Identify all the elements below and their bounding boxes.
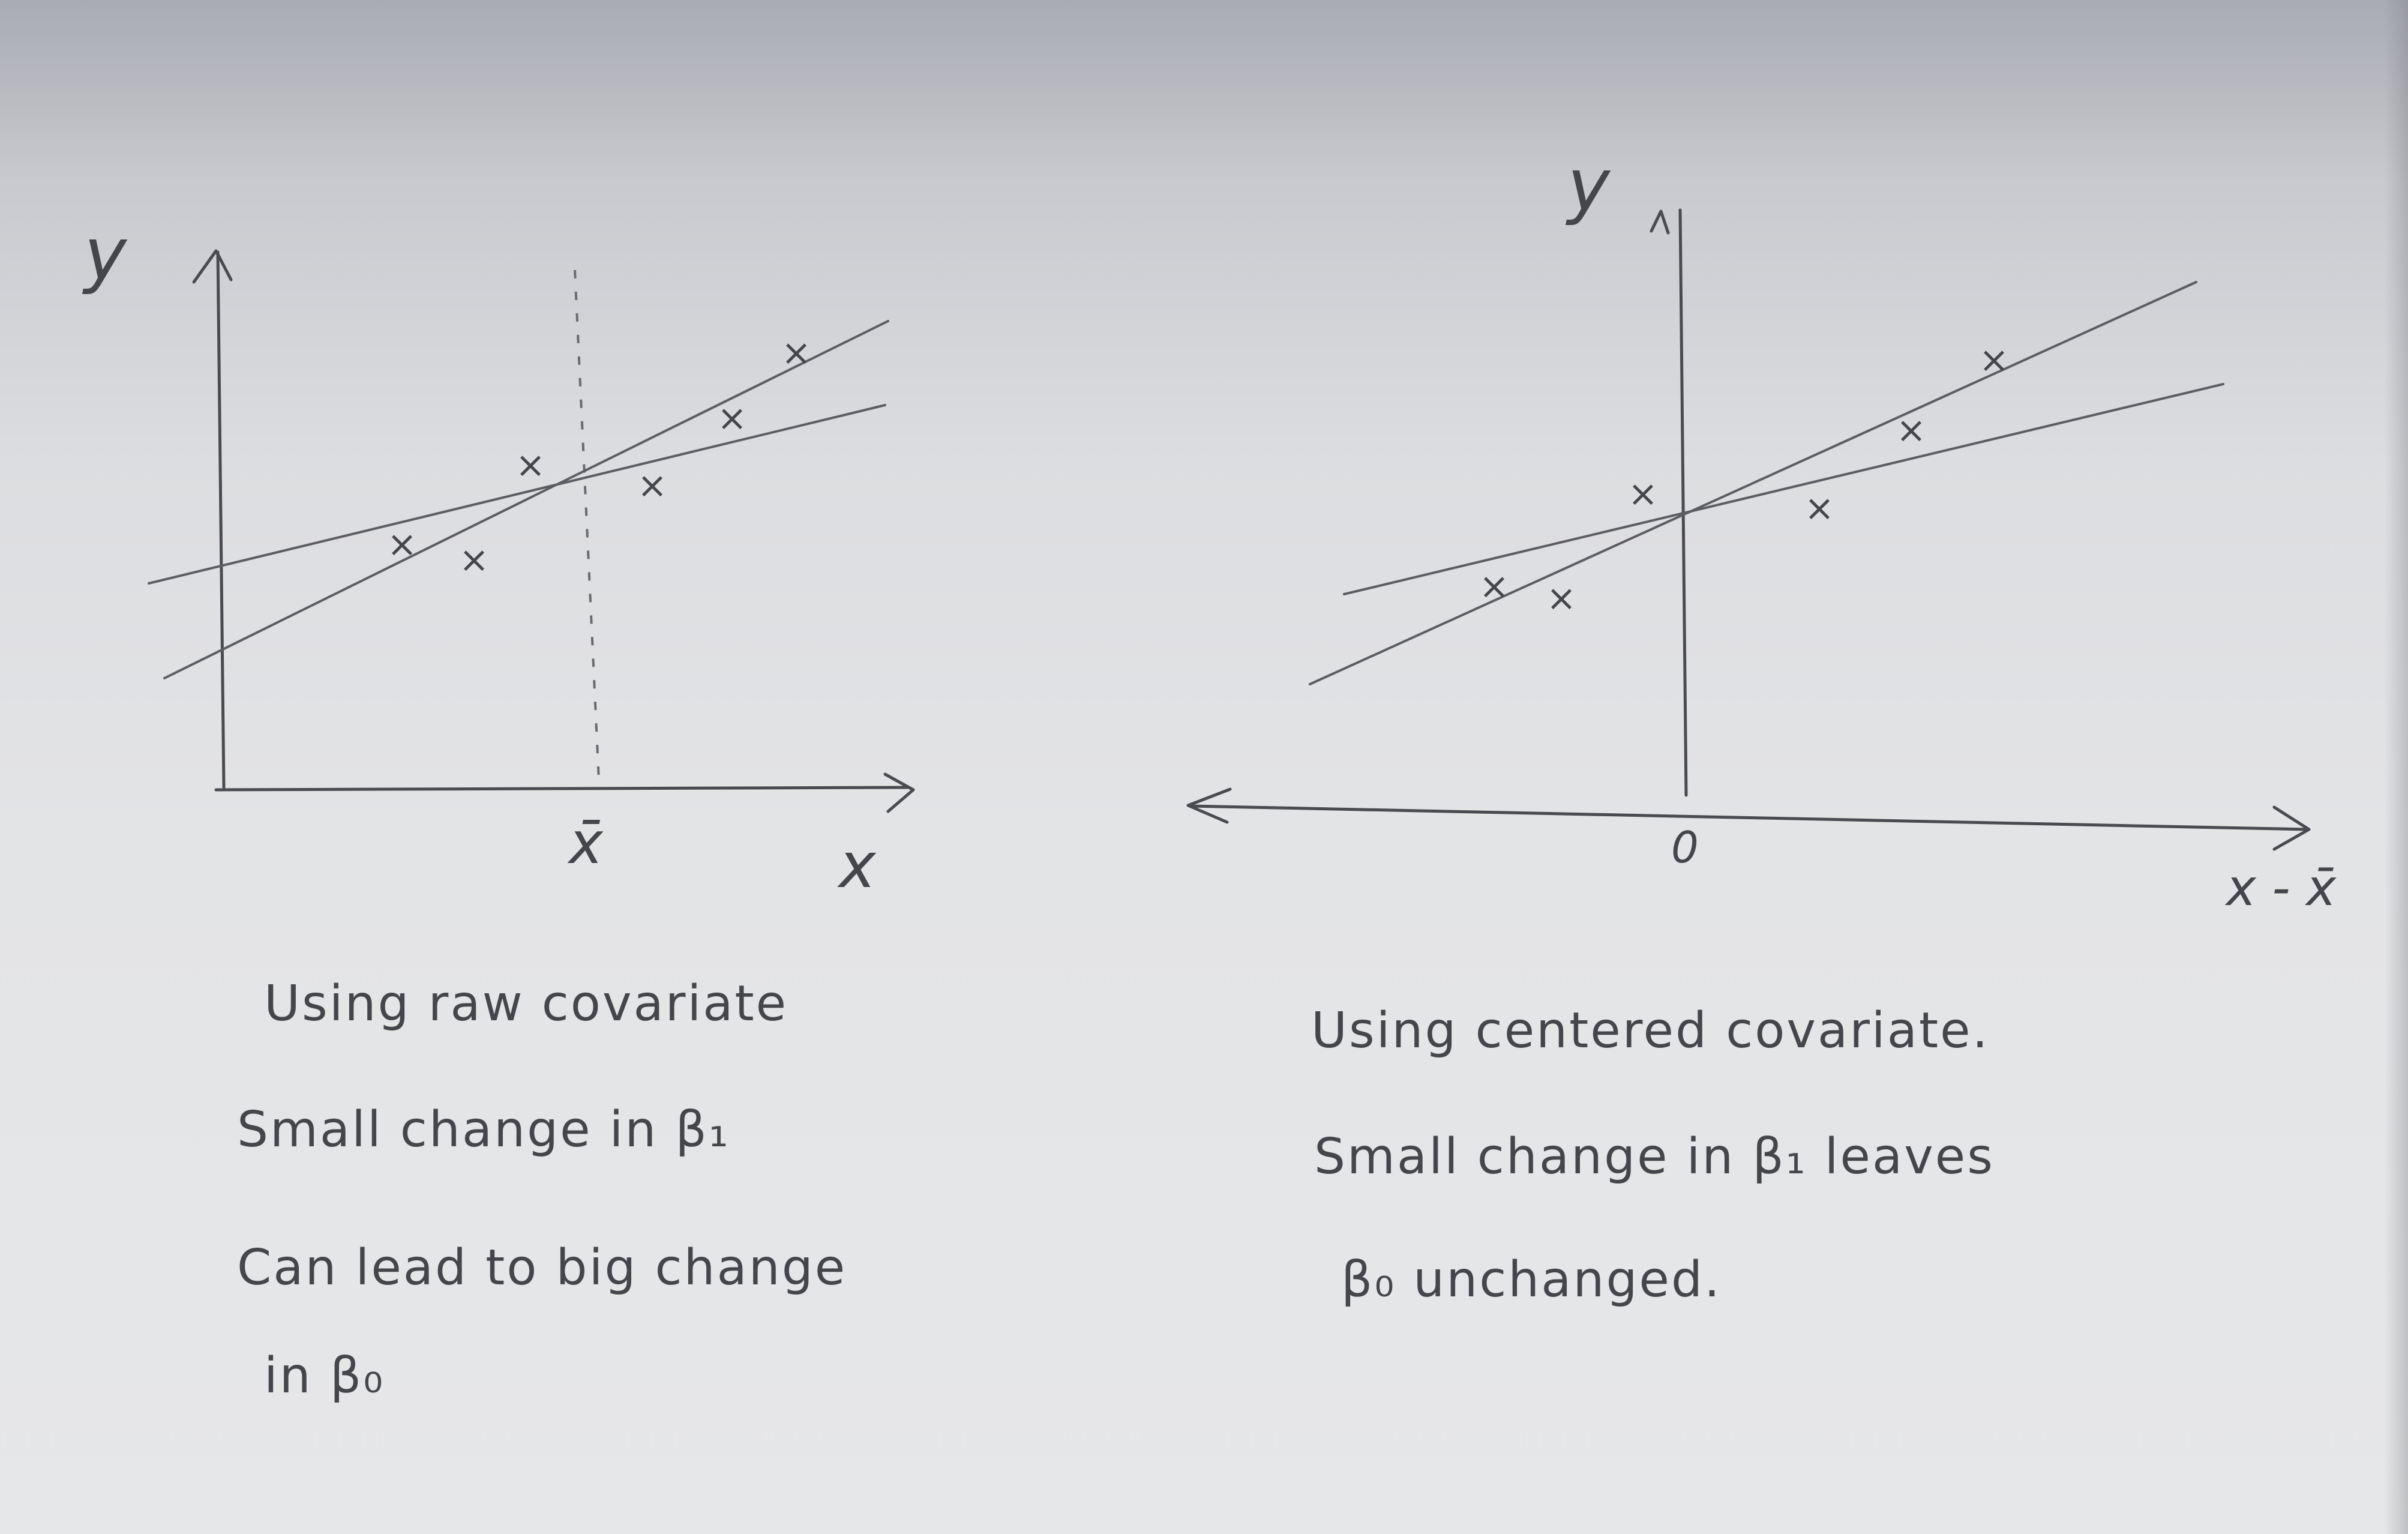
right-origin-label: 0 [1671, 822, 1699, 873]
left-caption: Using raw covariate Small change in β₁ C… [237, 975, 847, 1404]
left-mean-label: x̄ [567, 810, 604, 877]
right-x-axis-left-arrowhead [1186, 787, 1232, 824]
left-y-axis [216, 250, 226, 789]
right-x-axis [1189, 804, 2309, 831]
left-caption-line-1: Using raw covariate [264, 975, 788, 1032]
left-caption-line-2: Small change in β₁ [237, 1101, 730, 1158]
left-x-axis-label: x [837, 829, 877, 902]
paper-edge-shadow [2384, 0, 2408, 1534]
right-y-axis [1678, 208, 1688, 797]
left-x-axis-arrowhead [883, 772, 915, 813]
data-point: × [1896, 409, 1926, 451]
right-y-axis-arrowhead [1650, 209, 1670, 235]
data-point: × [637, 465, 667, 507]
data-point: × [515, 444, 545, 486]
left-regression-line-steep [163, 320, 889, 679]
left-data-points: × × × × × × [387, 332, 811, 581]
left-x-axis [214, 786, 911, 792]
data-point: × [1628, 473, 1658, 515]
right-caption-line-1: Using centered covariate. [1311, 1002, 1990, 1059]
left-y-axis-arrowhead [192, 249, 233, 284]
left-y-axis-label: y [82, 213, 128, 296]
right-caption-line-3: β₀ unchanged. [1341, 1251, 1722, 1308]
left-mean-dashed-line [574, 269, 600, 781]
data-point: × [717, 397, 747, 439]
left-caption-line-3: Can lead to big change [237, 1239, 847, 1296]
data-point: × [1804, 487, 1834, 529]
data-point: × [1479, 565, 1509, 607]
right-x-axis-label: x - x̄ [2224, 858, 2337, 917]
right-y-axis-label: y [1566, 144, 1611, 227]
right-data-points: × × × × × × [1479, 339, 2009, 619]
right-caption: Using centered covariate. Small change i… [1311, 1002, 1995, 1308]
right-regression-line-steep [1309, 281, 2197, 685]
data-point: × [1546, 577, 1576, 619]
right-panel: × × × × × × y 0 x - x̄ Using centered co… [1186, 144, 2337, 1308]
data-point: × [459, 539, 489, 581]
data-point: × [387, 523, 417, 565]
right-caption-line-2: Small change in β₁ leaves [1314, 1128, 1995, 1185]
left-regression-line-flat [148, 404, 886, 585]
right-x-axis-right-arrowhead [2272, 805, 2311, 851]
left-caption-line-4: in β₀ [264, 1347, 385, 1404]
left-panel: × × × × × × y x̄ x Using raw covariate S… [82, 213, 915, 1404]
right-regression-line-flat [1343, 383, 2224, 595]
data-point: × [781, 332, 811, 374]
data-point: × [1979, 339, 2009, 381]
